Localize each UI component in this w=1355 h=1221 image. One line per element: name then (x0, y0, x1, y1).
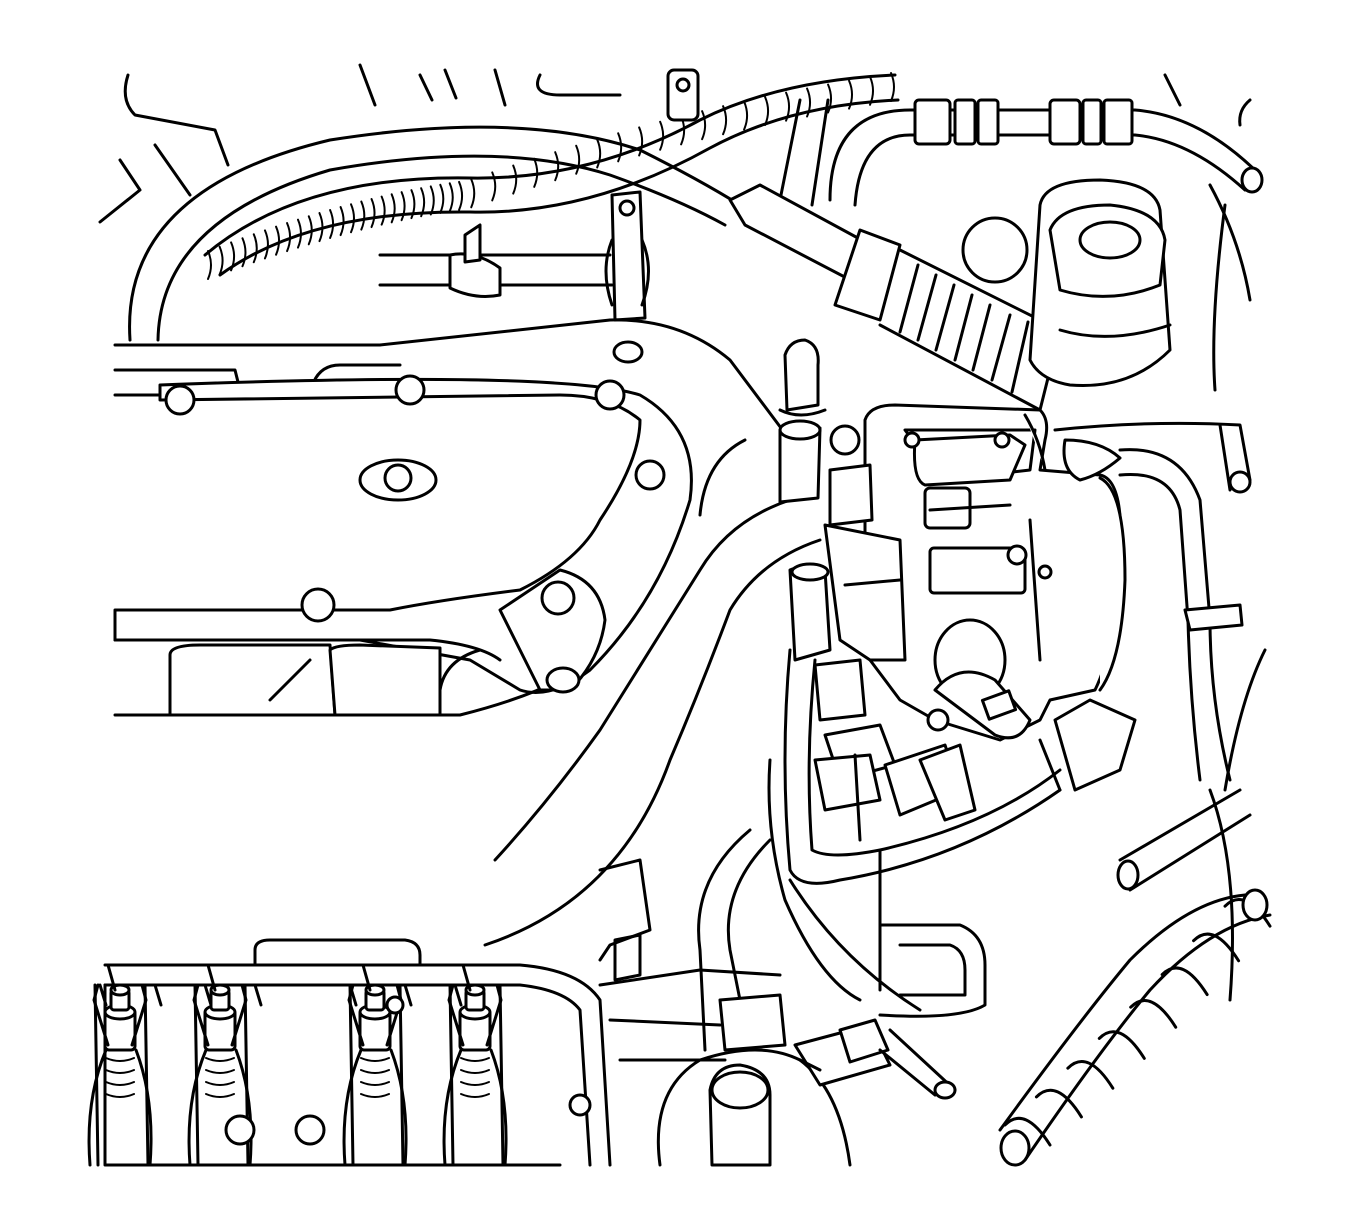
right-side-hoses (1053, 421, 1267, 1002)
harness-rib (638, 126, 644, 157)
harness-rib (470, 178, 476, 209)
spiral-wrapped-hose (998, 888, 1272, 1167)
harness-rib (890, 72, 895, 102)
fuel-injector (442, 963, 508, 1167)
harness-rib (764, 95, 770, 126)
harness-rib (439, 183, 445, 214)
harness-rib (554, 151, 560, 182)
reservoir-cap (961, 178, 1172, 388)
harness-rib (318, 212, 324, 243)
injector-clip (403, 983, 413, 1007)
spiral-band (1129, 999, 1178, 1029)
harness-rib (420, 187, 426, 218)
breather-fittings (778, 338, 907, 662)
engine-cover (113, 318, 792, 717)
harness-rib (575, 144, 581, 175)
harness-rib (252, 233, 258, 264)
injector-clip (153, 983, 163, 1007)
injector-clip (253, 983, 263, 1007)
harness-rib (263, 229, 269, 260)
harness-rib (275, 225, 281, 256)
manifold-sweep-lines (483, 438, 822, 947)
injector-clip (203, 983, 213, 1007)
harness-rib (701, 110, 707, 141)
spiral-band (1097, 1030, 1146, 1060)
harness-rib (329, 209, 335, 240)
harness-rib (241, 237, 247, 268)
spiral-band (1034, 1088, 1083, 1119)
injector-clip (348, 983, 358, 1007)
harness-rib (533, 157, 539, 188)
vacuum-line-upper-right (666, 68, 1264, 207)
harness-rib (307, 215, 313, 246)
harness-rib (659, 120, 665, 151)
wiring-connectors (813, 658, 1137, 842)
throttle-body (863, 403, 1127, 742)
lower-coolant-hose (697, 648, 1062, 1052)
harness-rib (785, 91, 791, 122)
corrugated-wire-harness (203, 72, 900, 280)
harness-rib (458, 180, 464, 211)
harness-rib (869, 75, 875, 106)
intake-boot (728, 183, 1062, 412)
harness-rib (390, 193, 396, 224)
upper-hose-loop (128, 125, 742, 342)
harness-rib (512, 164, 518, 195)
background-contours (98, 63, 1252, 392)
spiral-band (1160, 966, 1209, 997)
harness-rib (207, 250, 212, 280)
harness-rib (827, 83, 833, 114)
fuel-injector (187, 963, 253, 1167)
spiral-band (1192, 932, 1241, 963)
hose-clamp-bracket (378, 190, 650, 322)
spiral-band (1066, 1060, 1115, 1090)
harness-rib (400, 191, 406, 222)
fuel-rail-area (103, 858, 987, 1167)
harness-rib (596, 138, 602, 169)
harness-rib (286, 222, 292, 253)
spiral-band (1003, 1116, 1052, 1147)
lower-bolts (224, 995, 405, 1146)
harness-rib (806, 87, 812, 118)
harness-rib (617, 132, 623, 163)
harness-rib (230, 241, 236, 272)
fuel-injector (87, 963, 153, 1167)
harness-rib (743, 100, 749, 131)
fuel-injector (342, 963, 408, 1167)
harness-rib (410, 189, 416, 220)
harness-rib (296, 218, 302, 249)
harness-rib (218, 245, 224, 276)
harness-rib (848, 79, 854, 110)
harness-rib (429, 185, 435, 216)
harness-rib (491, 171, 497, 202)
harness-rib (370, 198, 376, 229)
harness-rib (722, 105, 728, 136)
injector-clip (453, 983, 463, 1007)
harness-rib (380, 195, 386, 226)
harness-rib (448, 182, 454, 213)
harness-rib (349, 203, 355, 234)
injector-clip (98, 983, 108, 1007)
harness-rib (360, 200, 366, 231)
fuel-injectors (87, 963, 508, 1167)
harness-rib (339, 206, 345, 237)
